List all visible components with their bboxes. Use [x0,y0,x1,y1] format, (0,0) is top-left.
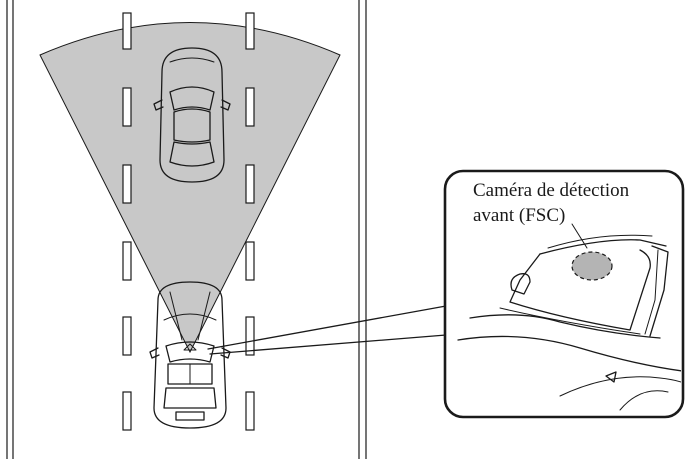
windshield-detail [457,234,681,411]
cowl-line-inner [499,307,641,335]
leader-line-top [207,305,447,350]
vehicle-ahead-rear-window [169,141,215,167]
lane-dash [245,241,255,281]
lane-dash [122,12,132,50]
windshield-top-frame [539,239,667,255]
own-vehicle-hood-curve [163,313,217,321]
road [6,0,367,459]
a-pillar-inner [644,249,659,335]
own-vehicle-cockpit [167,363,213,385]
own-vehicle-body [153,281,227,429]
lane-dash [245,87,255,127]
vehicle-ahead-roof [173,108,211,143]
own-vehicle-mirror-left [149,347,160,359]
fender-line [559,376,681,397]
callout-leader [207,305,447,355]
callout-label-line1: Caméra de détection [473,180,630,201]
camera-location [571,251,613,281]
own-vehicle-windshield [165,341,215,363]
side-mirror [510,273,531,295]
cowl-line [469,314,661,339]
lane-markings [122,12,255,431]
roof-line [547,234,653,249]
own-vehicle [149,281,231,429]
lane-dash [245,164,255,204]
lane-dash [122,164,132,204]
wheel-arch [619,390,669,411]
lane-dash [245,316,255,356]
detection-zone [39,22,341,354]
lane-dash [245,12,255,50]
lane-dash [122,87,132,127]
vehicle-ahead-body [159,47,225,183]
vehicle-ahead-windshield [169,86,215,111]
own-vehicle-camera-mount [183,343,197,351]
own-vehicle-mirror-right [220,347,231,359]
vehicle-ahead [153,47,231,183]
lane-dash [245,391,255,431]
vehicle-ahead-hood [169,57,215,63]
callout-label-line2: avant (FSC) [473,205,565,226]
own-vehicle-trunk [163,387,217,409]
callout-box [443,169,685,419]
a-pillar [649,245,669,337]
lane-dash [122,241,132,281]
headlight-detail [605,371,617,383]
windshield-glass [509,249,651,331]
lane-dash [122,391,132,431]
leader-line-bottom [209,334,447,355]
vehicle-ahead-mirror-right [220,99,231,111]
lane-dash [122,316,132,356]
own-vehicle-rear-detail [175,411,205,421]
vehicle-ahead-mirror-left [153,99,164,111]
hood-curve [457,335,681,373]
